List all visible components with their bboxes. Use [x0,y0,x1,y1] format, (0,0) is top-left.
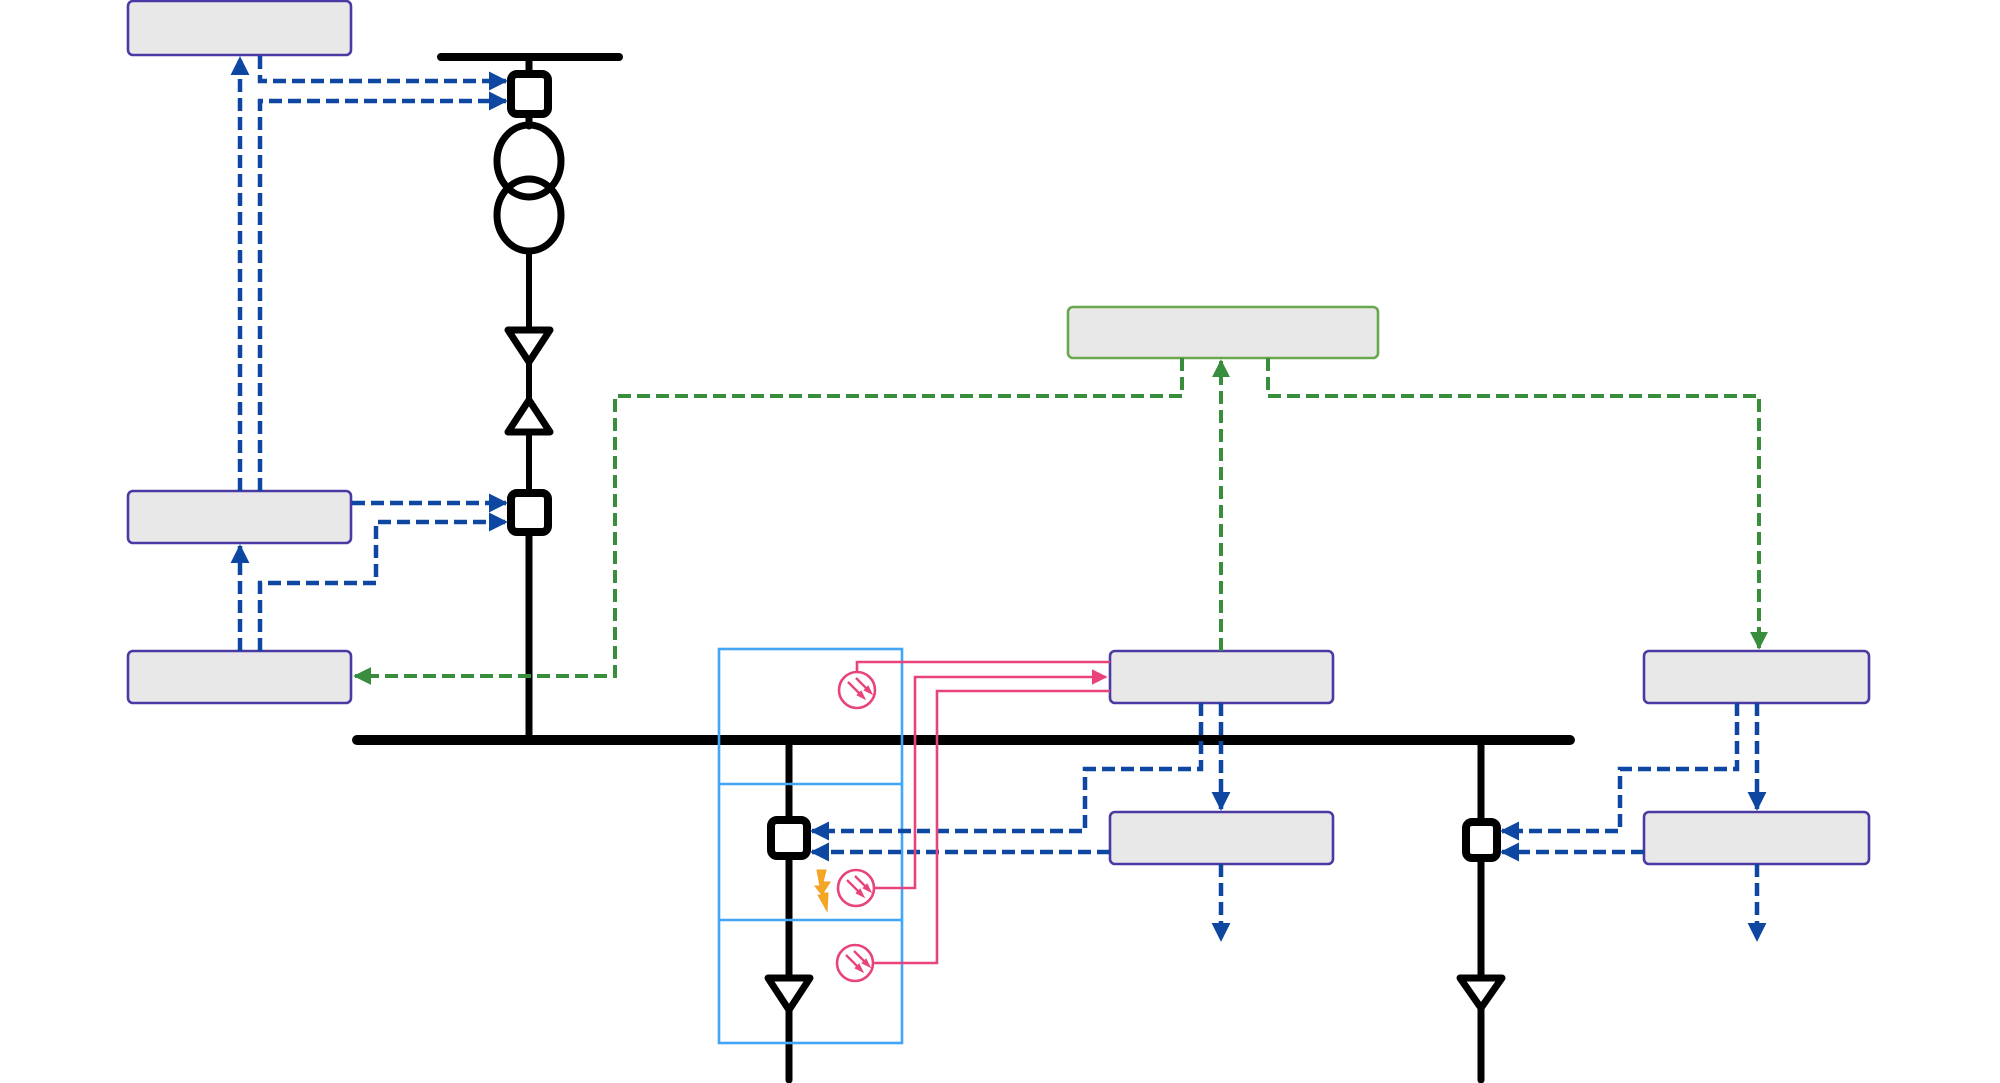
box-feeder-a-upper[interactable] [1108,649,1335,705]
current-transformer-down-icon [504,326,554,366]
signal-top-left-to-hv-breaker [257,56,508,91]
box-feeder-b-lower[interactable] [1642,810,1871,866]
control-signals [230,56,1767,942]
box-feeder-a-lower[interactable] [1108,810,1335,866]
breaker-feeder-a[interactable] [767,816,811,860]
breaker-feeder-b[interactable] [1462,818,1501,862]
signal-feeder-b-upper-to-breaker [1500,703,1740,841]
box-central-controller[interactable] [1066,305,1380,360]
current-transformer-up-icon [504,396,554,436]
box-feeder-b-upper[interactable] [1642,649,1871,705]
breaker-incoming-hv[interactable] [507,70,552,118]
sensor-3-icon[interactable] [835,943,875,983]
signal-bottom-left-to-lv-breaker [257,512,508,651]
feeder-b-ct-icon [1456,974,1506,1012]
sensor-2-wire [874,669,1108,890]
box-top-left[interactable] [126,0,353,57]
box-middle-left[interactable] [126,489,353,545]
transformer-icon [493,121,565,255]
signal-feeder-a-upper-to-breaker [810,703,1204,841]
coord-controller-to-feeder-b [1266,358,1768,650]
sensor-3-wire [873,689,1110,965]
breaker-incoming-lv[interactable] [507,489,552,536]
device-boxes [126,0,1871,866]
feeder-a-ct-icon [764,974,814,1014]
power-system [352,53,1575,1083]
sensor-panel-outline [717,647,904,1045]
sensor-1-wire [855,660,1110,672]
sensor-2-icon[interactable] [836,868,876,908]
fault-lightning-icon [813,869,831,913]
sensor-signals [835,660,1110,983]
coordination-signals [353,358,1768,685]
signal-middle-left-to-hv-breaker [257,91,508,491]
box-bottom-left[interactable] [126,649,353,705]
coord-controller-to-bottom-left [353,358,1184,685]
sensor-panel [717,647,904,1045]
sensor-1-icon[interactable] [837,670,877,710]
